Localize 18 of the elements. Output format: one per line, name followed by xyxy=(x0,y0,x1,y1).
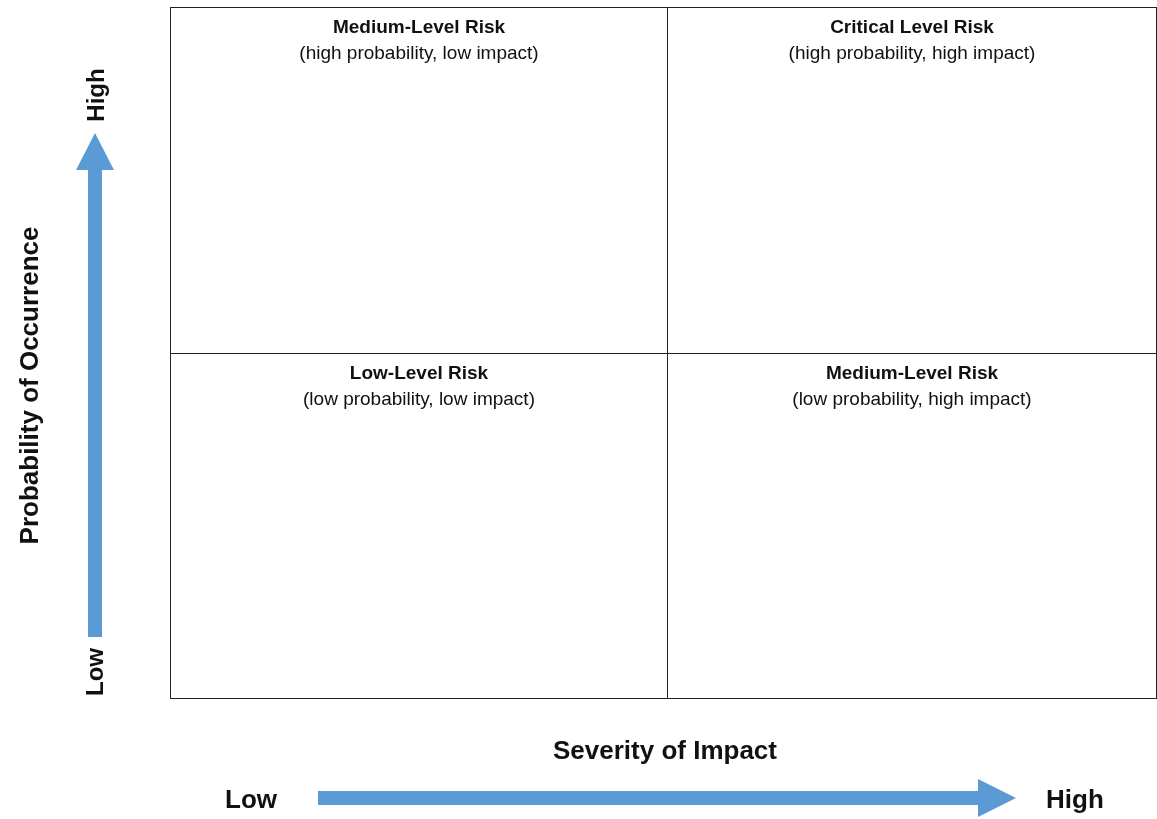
axis-title: Severity of Impact xyxy=(553,734,777,766)
matrix-quadrant xyxy=(170,7,668,354)
axis-end-label: Low xyxy=(81,648,109,696)
quadrant-description: (high probability, high impact) xyxy=(788,41,1036,65)
quadrant-title: Critical Level Risk xyxy=(830,15,994,39)
matrix-quadrant xyxy=(667,7,1157,354)
quadrant-description: (low probability, low impact) xyxy=(303,387,535,411)
axis-title: Probability of Occurrence xyxy=(14,226,46,544)
axis-end-label: High xyxy=(81,68,110,122)
quadrant-description: (high probability, low impact) xyxy=(299,41,539,65)
matrix-quadrant xyxy=(667,353,1157,699)
quadrant-title: Medium-Level Risk xyxy=(332,15,506,39)
quadrant-title: Medium-Level Risk xyxy=(825,361,999,385)
quadrant-description: (low probability, high impact) xyxy=(792,387,1032,411)
quadrant-title: Low-Level Risk xyxy=(349,361,489,385)
matrix-quadrant xyxy=(170,353,668,699)
axis-end-label: High xyxy=(1046,783,1104,815)
axis-end-label: Low xyxy=(225,783,277,815)
